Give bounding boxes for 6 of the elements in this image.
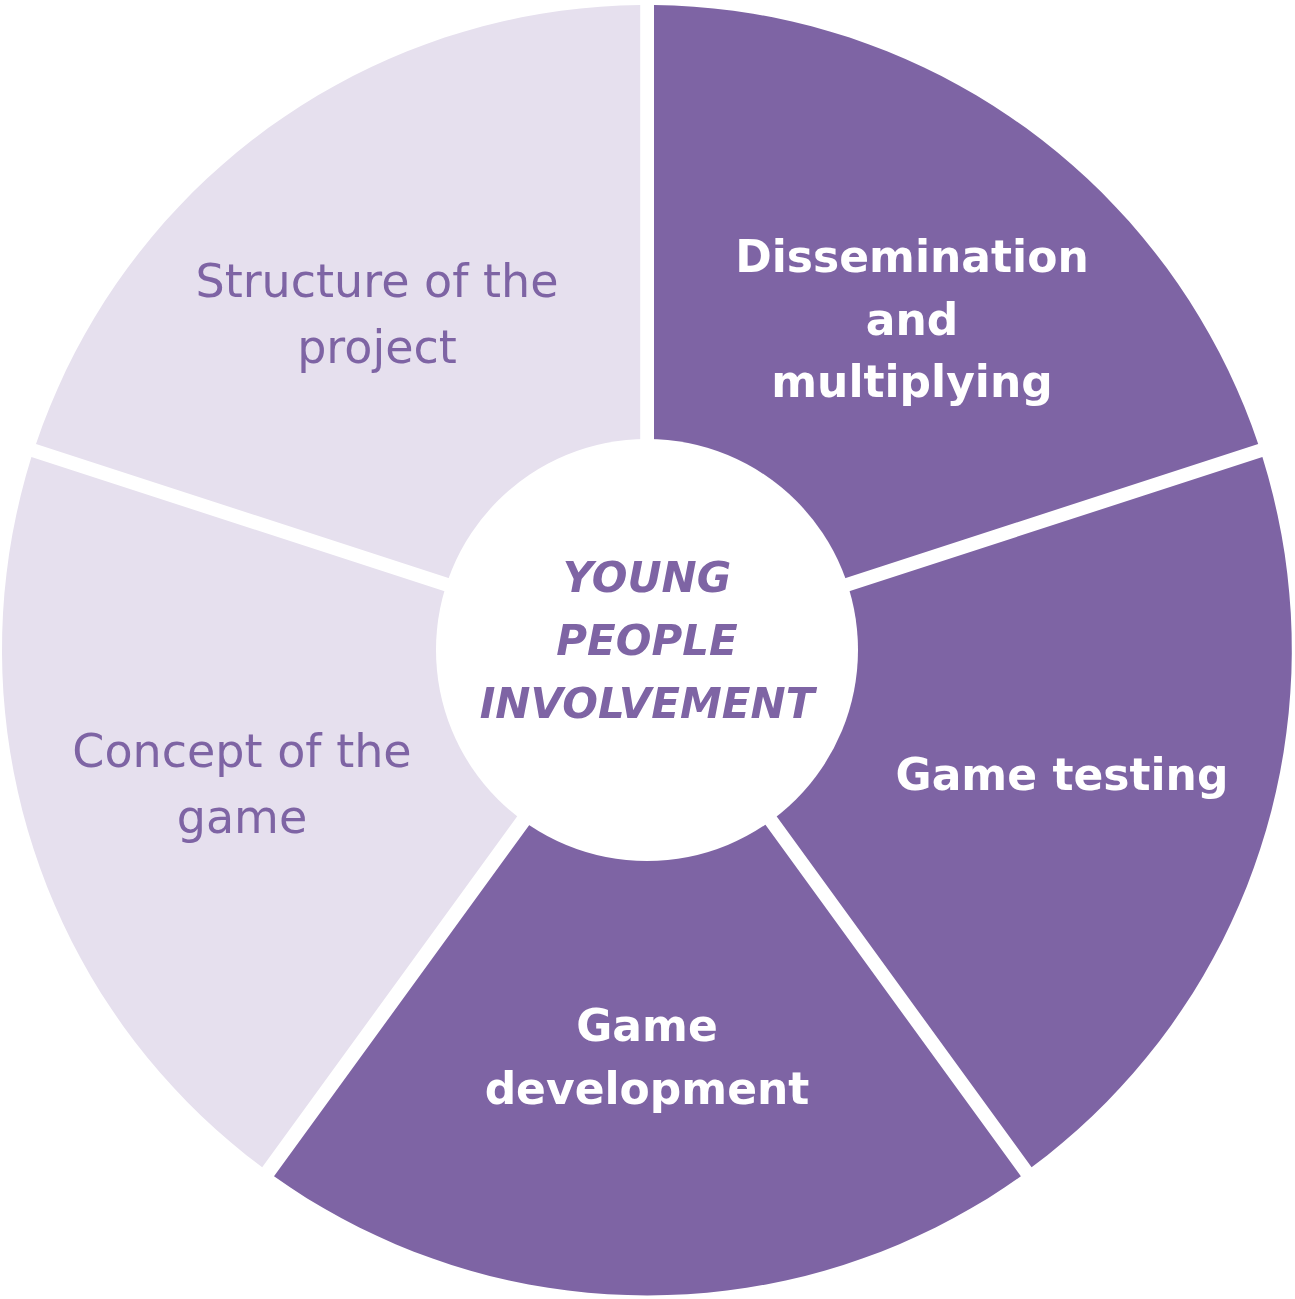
center-label: YOUNG PEOPLE INVOLVEMENT	[478, 551, 817, 730]
segment-label: Game testing	[894, 748, 1230, 802]
segment-label: Game development	[483, 999, 811, 1116]
segment-label: Dissemination and multiplying	[734, 230, 1090, 410]
segment-label: Structure of the project	[194, 253, 560, 376]
segment-label: Concept of the game	[72, 723, 412, 846]
